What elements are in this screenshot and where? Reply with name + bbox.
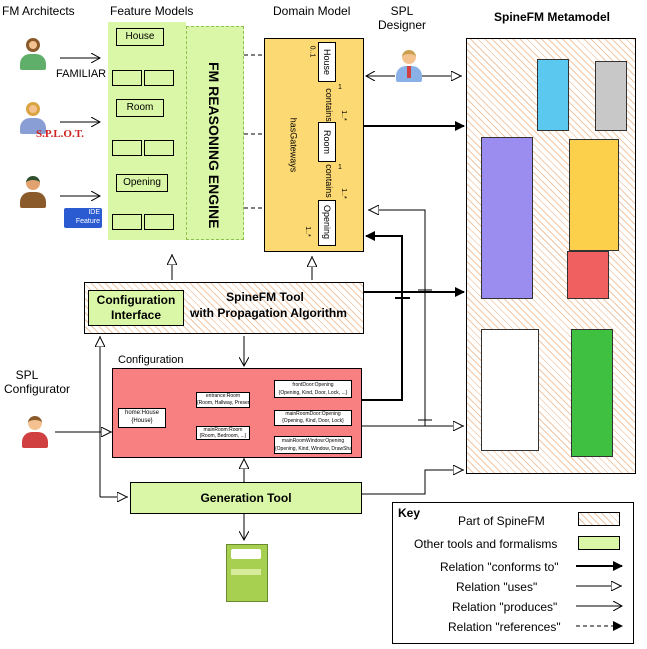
fm-opening-child-1: [112, 214, 142, 230]
spinefm-tool-title: SpineFM Tool: [226, 290, 304, 304]
spl-configurator-icon: [22, 416, 48, 450]
mult-1b: 1: [338, 164, 342, 171]
key-references: Relation "references": [448, 620, 561, 634]
config-front-door: frontDoor:Opening {Opening, Kind, Door, …: [274, 380, 352, 398]
fm-reasoning-engine: [186, 26, 244, 240]
spinefm-tool-subtitle: with Propagation Algorithm: [190, 306, 347, 320]
familiar-label: FAMILIAR: [56, 68, 107, 80]
meta-cluster-green: [571, 329, 613, 457]
config-main-room-window: mainRoomWindow:Opening {Opening, Kind, W…: [274, 436, 352, 454]
spl-designer-icon: [396, 50, 422, 84]
key-other-tools-swatch: [578, 536, 620, 550]
key-produces: Relation "produces": [452, 600, 558, 614]
key-title: Key: [398, 506, 421, 520]
fm-house-child-2: [144, 70, 174, 86]
product-package-icon: [226, 544, 268, 602]
header-spinefm-metamodel: SpineFM Metamodel: [494, 10, 611, 24]
header-spl-designer: SPL Designer: [378, 4, 427, 32]
domain-class-house: House: [318, 42, 336, 82]
fm-opening-child-2: [144, 214, 174, 230]
fm-room-child-2: [144, 140, 174, 156]
female-architect-icon: [20, 38, 46, 72]
generation-tool[interactable]: Generation Tool: [130, 482, 362, 514]
domain-class-room: Room: [318, 122, 336, 162]
mult-1: 1: [338, 84, 342, 91]
config-main-room-door: mainRoomDoor:Opening {Opening, Kind, Doo…: [274, 410, 352, 426]
ide-feature-logo: IDE Feature: [64, 208, 102, 228]
fm-house-root: House: [116, 28, 164, 46]
key-part-of: Part of SpineFM: [458, 514, 545, 528]
meta-cluster-gray: [595, 61, 627, 131]
feature-models-panel: [108, 22, 186, 240]
key-uses: Relation "uses": [456, 580, 538, 594]
meta-cluster-white: [481, 329, 539, 451]
meta-cluster-purple: [481, 137, 533, 299]
configuration-interface[interactable]: Configuration Interface: [88, 290, 184, 326]
fm-house-child-1: [112, 70, 142, 86]
meta-cluster-red: [567, 251, 609, 299]
fm-opening-root: Opening: [116, 174, 168, 192]
fm-room-root: Room: [116, 99, 164, 117]
spinefm-metamodel-panel: [466, 38, 636, 474]
header-feature-models: Feature Models: [110, 4, 194, 18]
configuration-title: Configuration: [118, 354, 184, 366]
key-part-of-swatch: [578, 512, 620, 526]
female-architect-2-icon: [20, 102, 46, 136]
domain-class-opening: Opening: [318, 200, 336, 246]
header-domain-model: Domain Model: [273, 4, 351, 18]
config-main-room: mainRoom:Room {Room, Bedroom, ...}: [196, 426, 250, 440]
male-architect-icon: [20, 176, 46, 210]
key-other-tools: Other tools and formalisms: [414, 537, 558, 551]
header-fm-architects: FM Architects: [2, 4, 75, 18]
key-conforms-to: Relation "conforms to": [440, 560, 559, 574]
domain-model-panel: [264, 38, 364, 252]
meta-cluster-yellow: [569, 139, 619, 251]
meta-cluster-blue: [537, 59, 569, 131]
splot-label: S.P.L.O.T.: [36, 128, 84, 140]
config-home: home:House {House}: [118, 408, 166, 428]
fm-room-child-1: [112, 140, 142, 156]
config-entrance: entrance:Room {Room, Hallway, Presence A…: [196, 392, 250, 408]
